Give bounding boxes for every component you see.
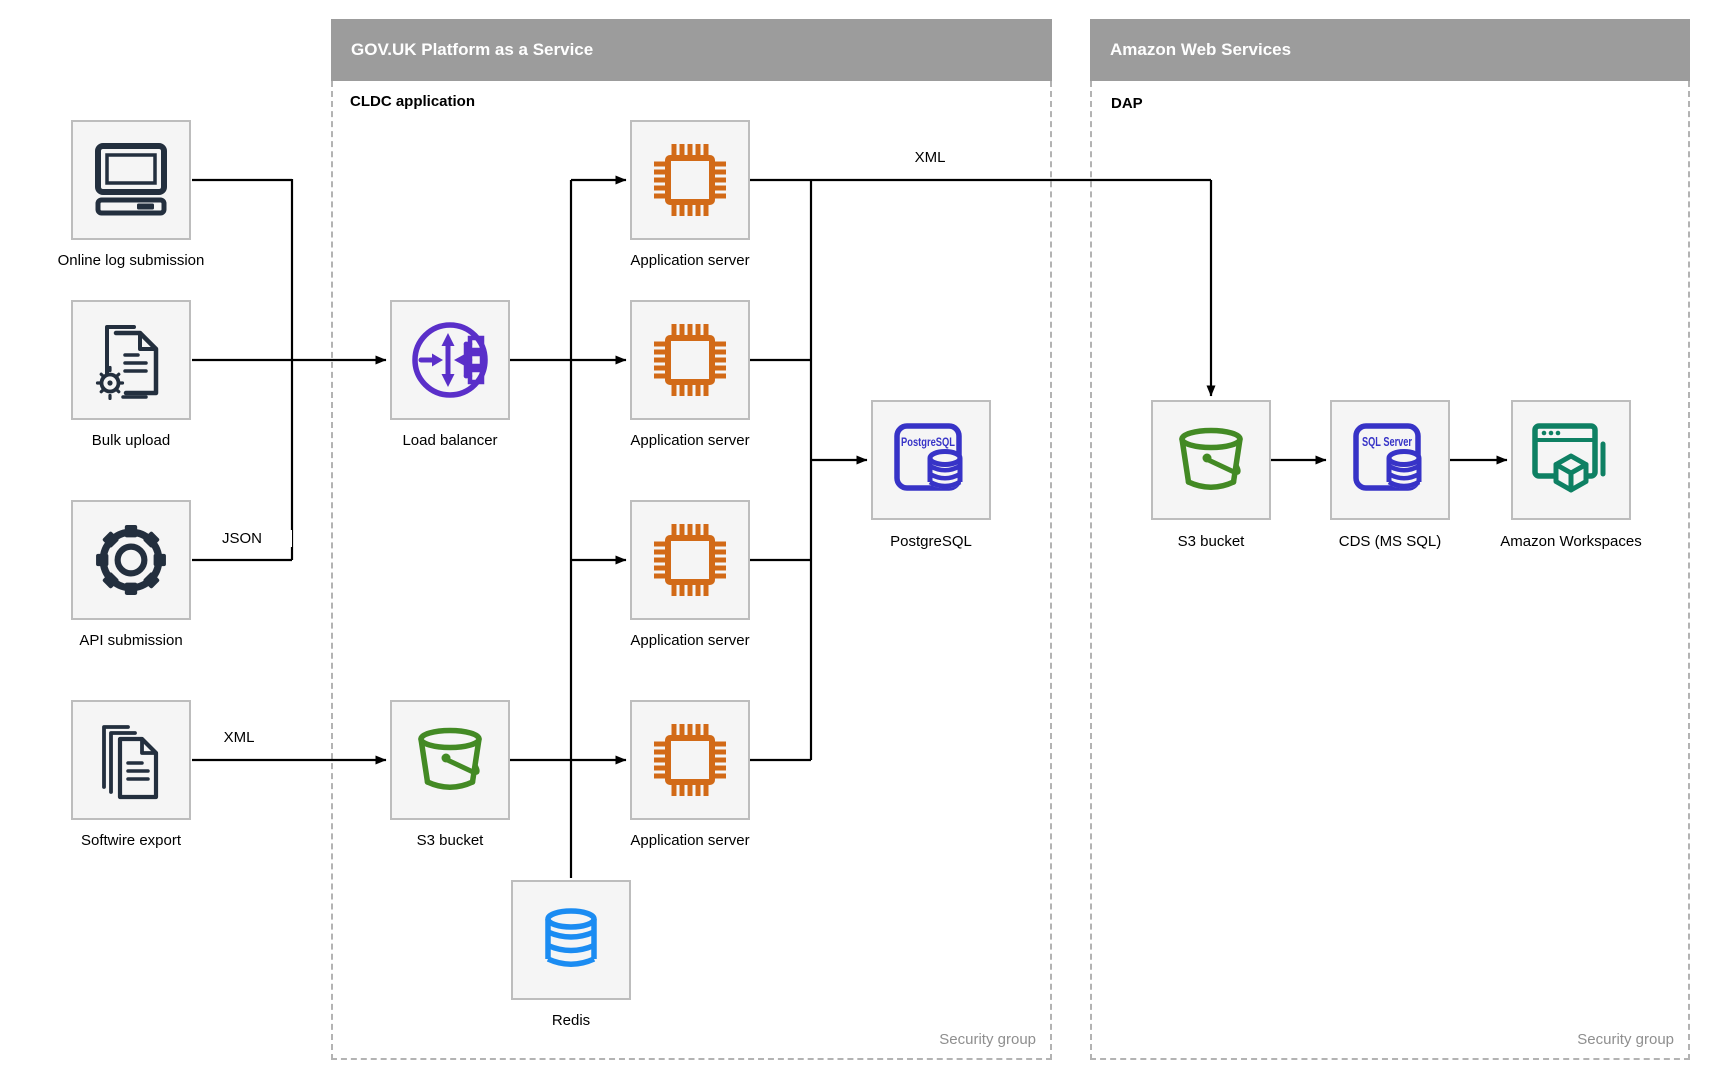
aws-sublabel: DAP	[1111, 95, 1143, 112]
node-label-redis: Redis	[551, 1012, 591, 1029]
paas-container-body	[331, 81, 1052, 1060]
node-label-postgresql: PostgreSQL	[890, 533, 972, 550]
node-label-load-balancer: Load balancer	[402, 432, 498, 449]
paas-container-header: GOV.UK Platform as a Service	[331, 19, 1052, 81]
node-label-cds-ms-sql: CDS (MS SQL)	[1338, 533, 1442, 550]
aws-container-title: Amazon Web Services	[1110, 40, 1292, 59]
node-softwire-export[interactable]	[71, 700, 191, 820]
svg-text:SQL Server: SQL Server	[1362, 434, 1412, 449]
documents-gear-icon	[94, 320, 168, 400]
node-label-amazon-workspaces: Amazon Workspaces	[1500, 533, 1642, 550]
sql-server-database-icon: SQL Server	[1348, 418, 1432, 502]
node-bulk-upload[interactable]	[71, 300, 191, 420]
bucket-icon	[1171, 420, 1251, 500]
chip-icon	[650, 320, 730, 400]
node-load-balancer[interactable]	[390, 300, 510, 420]
node-label-api-submission: API submission	[79, 632, 183, 649]
paas-container-title: GOV.UK Platform as a Service	[351, 40, 594, 59]
postgresql-database-icon: PostgreSQL	[889, 418, 973, 502]
edge-label-xml-softwire: XML	[189, 729, 289, 746]
aws-container-header: Amazon Web Services	[1090, 19, 1690, 81]
node-label-app-server-2: Application server	[630, 432, 750, 449]
node-online-log-submission[interactable]	[71, 120, 191, 240]
node-cds-ms-sql[interactable]: SQL Server	[1330, 400, 1450, 520]
node-postgresql[interactable]: PostgreSQL	[871, 400, 991, 520]
paas-security-group-label: Security group	[939, 1031, 1036, 1048]
chip-icon	[650, 720, 730, 800]
database-cylinder-icon	[531, 900, 611, 980]
node-label-app-server-1: Application server	[630, 252, 750, 269]
node-redis[interactable]	[511, 880, 631, 1000]
edge-label-xml-to-aws: XML	[880, 149, 980, 166]
bucket-icon	[410, 720, 490, 800]
node-label-online-log-submission: Online log submission	[57, 252, 205, 269]
documents-stack-icon	[96, 719, 166, 801]
aws-security-group-label: Security group	[1577, 1031, 1674, 1048]
workspaces-icon	[1529, 418, 1613, 502]
chip-icon	[650, 520, 730, 600]
node-app-server-4[interactable]	[630, 700, 750, 820]
load-balancer-icon	[408, 318, 492, 402]
node-label-softwire-export: Softwire export	[80, 832, 182, 849]
edge-label-json: JSON	[192, 530, 292, 547]
svg-text:PostgreSQL: PostgreSQL	[901, 435, 955, 449]
node-label-s3-bucket-aws: S3 bucket	[1177, 533, 1245, 550]
node-app-server-2[interactable]	[630, 300, 750, 420]
node-label-app-server-3: Application server	[630, 632, 750, 649]
node-app-server-1[interactable]	[630, 120, 750, 240]
node-label-bulk-upload: Bulk upload	[91, 432, 171, 449]
node-label-s3-bucket-paas: S3 bucket	[416, 832, 484, 849]
node-app-server-3[interactable]	[630, 500, 750, 620]
node-s3-bucket-aws[interactable]	[1151, 400, 1271, 520]
computer-icon	[93, 142, 169, 218]
gear-icon	[94, 523, 168, 597]
node-s3-bucket-paas[interactable]	[390, 700, 510, 820]
paas-sublabel: CLDC application	[350, 93, 476, 110]
node-api-submission[interactable]	[71, 500, 191, 620]
chip-icon	[650, 140, 730, 220]
node-label-app-server-4: Application server	[630, 832, 750, 849]
aws-container-body	[1090, 81, 1690, 1060]
node-amazon-workspaces[interactable]	[1511, 400, 1631, 520]
